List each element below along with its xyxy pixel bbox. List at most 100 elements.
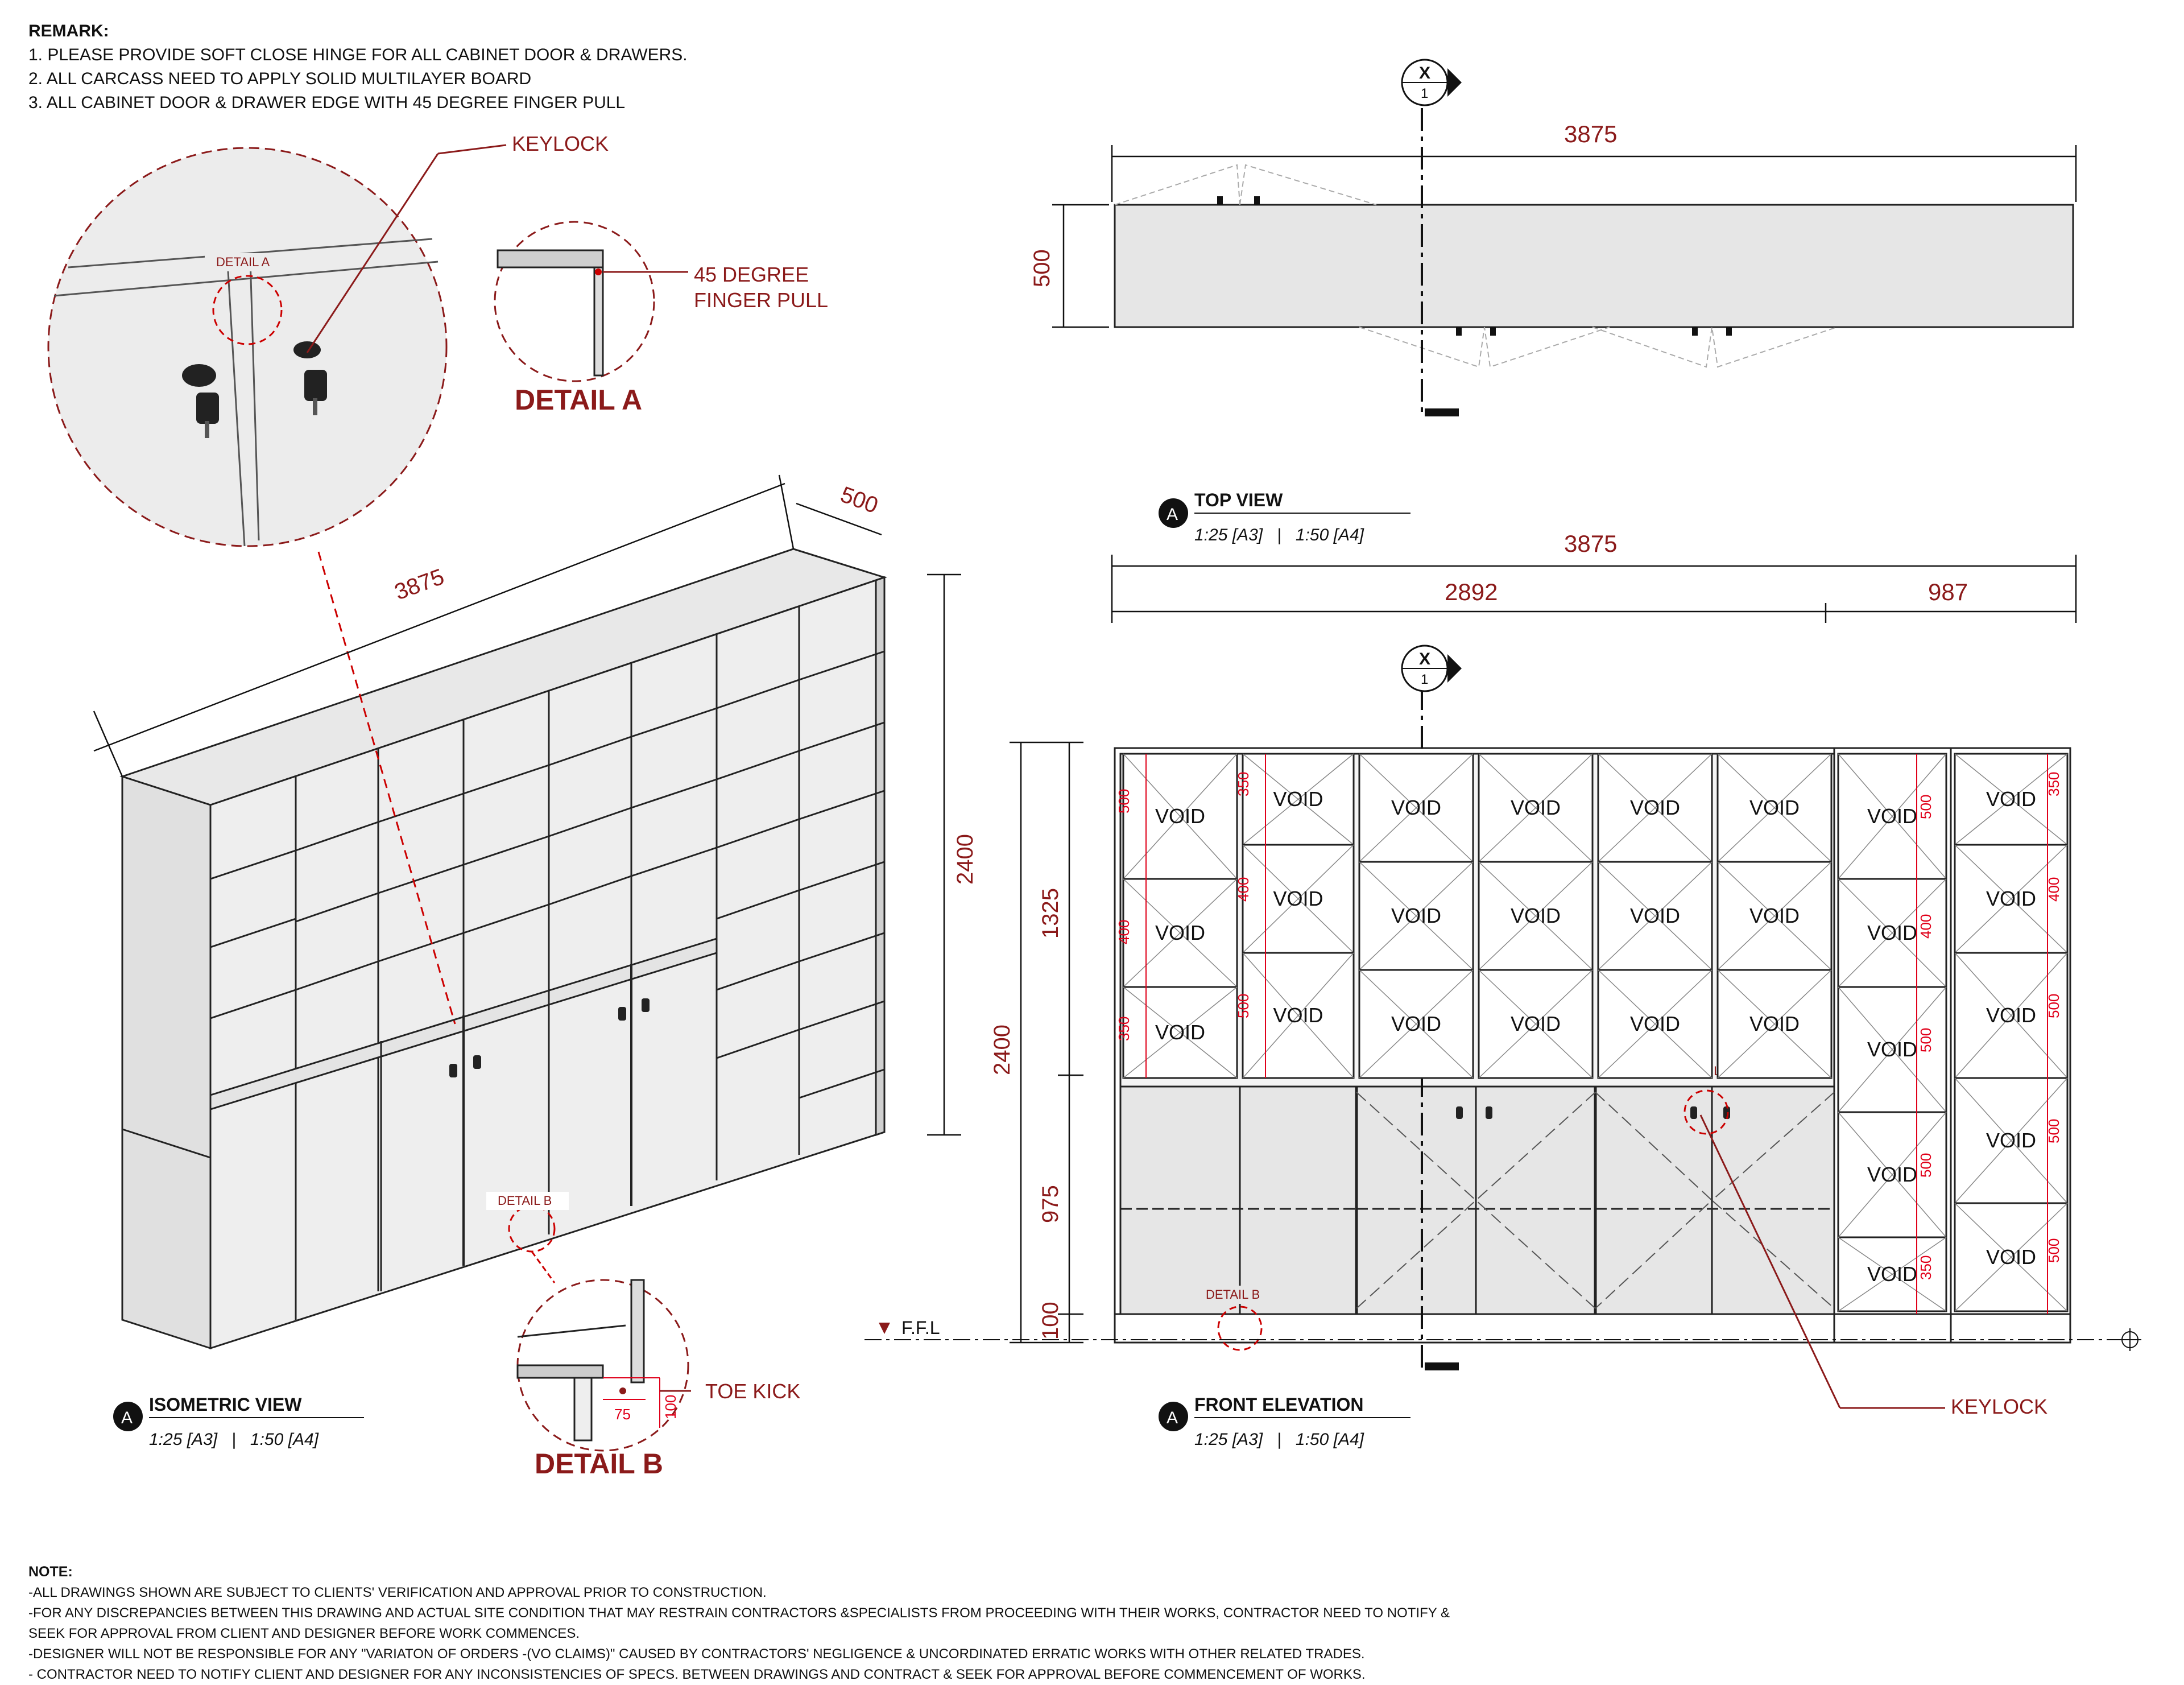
void-cell: VOID (1242, 753, 1355, 846)
void-cell: VOID (1597, 969, 1713, 1079)
cube-dimension-label: 500 (1917, 1028, 1934, 1052)
void-label: VOID (1155, 921, 1205, 944)
key-icon (449, 998, 650, 1077)
key-icon (1456, 1106, 1730, 1119)
top-badge: A (1167, 505, 1178, 524)
void-cell: VOID (1478, 861, 1594, 971)
void-label: VOID (1986, 787, 2036, 811)
void-label: VOID (1511, 904, 1561, 927)
void-cell: VOID (1954, 753, 2069, 846)
front-keylock-label: KEYLOCK (1951, 1395, 2048, 1418)
void-label: VOID (1391, 796, 1441, 819)
remark-item: 2. ALL CARCASS NEED TO APPLY SOLID MULTI… (28, 69, 532, 88)
void-cell: VOID (1716, 861, 1833, 971)
void-label: VOID (1986, 1003, 2036, 1027)
remark-block: REMARK: 1. PLEASE PROVIDE SOFT CLOSE HIN… (28, 19, 688, 115)
void-cell: VOID (1242, 844, 1355, 954)
section-number: 1 (1421, 672, 1428, 687)
dim-overall-width: 3875 (391, 564, 448, 605)
void-cell: VOID (1358, 861, 1474, 971)
cube-dimension-label: 500 (1115, 789, 1132, 813)
front-dim-lower: 975 (1038, 1185, 1063, 1223)
dim-depth: 500 (837, 482, 882, 518)
remark-item: 3. ALL CABINET DOOR & DRAWER EDGE WITH 4… (28, 93, 626, 112)
front-badge: A (1167, 1409, 1178, 1427)
top-dim-depth: 500 (1029, 249, 1054, 287)
void-label: VOID (1867, 804, 1917, 828)
void-cell: VOID (1954, 952, 2069, 1079)
void-cell: VOID (1478, 753, 1594, 863)
key-icon (182, 364, 219, 438)
cube-dimension-label: 500 (1917, 1153, 1934, 1178)
void-cell: VOID (1716, 969, 1833, 1079)
void-label: VOID (1986, 1245, 2036, 1269)
void-label: VOID (1273, 787, 1323, 811)
note-line: -FOR ANY DISCREPANCIES BETWEEN THIS DRAW… (28, 1605, 1450, 1621)
note-line: - CONTRACTOR NEED TO NOTIFY CLIENT AND D… (28, 1667, 1366, 1682)
void-label: VOID (1749, 796, 1800, 819)
top-title: TOP VIEW (1194, 490, 1283, 510)
section-marker (1401, 645, 1462, 692)
magnified-keylock-circle (47, 147, 448, 547)
detail-b (516, 1279, 691, 1452)
top-view (1052, 108, 2077, 416)
void-grid: VOIDVOIDVOIDVOIDVOIDVOIDVOIDVOIDVOIDVOID… (1115, 753, 2069, 1314)
cube-dimension-label: 400 (1917, 914, 1934, 939)
void-cell: VOID (1954, 1077, 2069, 1204)
front-dim-upper: 1325 (1038, 888, 1063, 939)
finger-pull-label: FINGER PULL (694, 288, 828, 312)
cube-dimension-label: 500 (1917, 795, 1934, 819)
cube-dimension-label: 350 (1235, 772, 1252, 796)
detail-b-title: DETAIL B (535, 1448, 663, 1480)
top-dim-width: 3875 (1564, 121, 1617, 147)
void-label: VOID (1867, 1262, 1917, 1286)
void-cell: VOID (1358, 969, 1474, 1079)
front-detail-b-tag: DETAIL B (1206, 1287, 1260, 1302)
detail-b-tag: DETAIL B (498, 1193, 552, 1208)
cube-dimension-label: 500 (1235, 994, 1252, 1018)
cube-dimension-label: 400 (1115, 920, 1132, 944)
front-scale: 1:25 [A3] | 1:50 [A4] (1194, 1430, 1364, 1449)
void-cell: VOID (1716, 753, 1833, 863)
void-cell: VOID (1837, 1111, 1947, 1238)
void-label: VOID (1867, 921, 1917, 944)
remark-item: 1. PLEASE PROVIDE SOFT CLOSE HINGE FOR A… (28, 46, 688, 64)
top-scale: 1:25 [A3] | 1:50 [A4] (1194, 526, 1364, 544)
void-cell: VOID (1954, 1202, 2069, 1312)
remark-title: REMARK: (28, 22, 109, 40)
key-icon (293, 341, 327, 415)
front-dim-left: 2892 (1445, 579, 1498, 605)
void-cell: VOID (1837, 878, 1947, 988)
front-dim-width: 3875 (1564, 530, 1617, 557)
void-label: VOID (1155, 804, 1205, 828)
note-line: -DESIGNER WILL NOT BE RESPONSIBLE FOR AN… (28, 1646, 1365, 1662)
void-cell: VOID (1837, 1236, 1947, 1312)
ffl-label: F.F.L (901, 1318, 940, 1338)
void-cell: VOID (1837, 986, 1947, 1113)
iso-dimensions (93, 474, 961, 1136)
void-label: VOID (1273, 1003, 1323, 1027)
void-label: VOID (1511, 796, 1561, 819)
section-number: 1 (1421, 86, 1428, 101)
keylock-label: KEYLOCK (512, 132, 609, 155)
toe-75: 75 (614, 1406, 631, 1423)
cube-dimension-label: 350 (1917, 1256, 1934, 1280)
cube-dimension-label: 400 (1235, 877, 1252, 902)
void-label: VOID (1986, 1129, 2036, 1152)
front-title: FRONT ELEVATION (1194, 1394, 1363, 1415)
iso-title: ISOMETRIC VIEW (149, 1394, 302, 1415)
section-marker (1401, 59, 1462, 106)
detail-a-tag: DETAIL A (216, 255, 270, 269)
note-line: -ALL DRAWINGS SHOWN ARE SUBJECT TO CLIEN… (28, 1585, 767, 1600)
dim-height: 2400 (953, 834, 978, 885)
front-dim-height: 2400 (990, 1025, 1015, 1075)
front-dimensions (1010, 555, 2077, 1344)
void-label: VOID (1986, 887, 2036, 910)
void-cell: VOID (1954, 844, 2069, 954)
front-dim-plinth: 100 (1038, 1302, 1063, 1340)
iso-scale: 1:25 [A3] | 1:50 [A4] (149, 1430, 319, 1449)
void-cell: VOID (1122, 878, 1238, 988)
void-label: VOID (1511, 1012, 1561, 1035)
iso-badge: A (121, 1409, 133, 1427)
section-letter: X (1419, 650, 1430, 668)
